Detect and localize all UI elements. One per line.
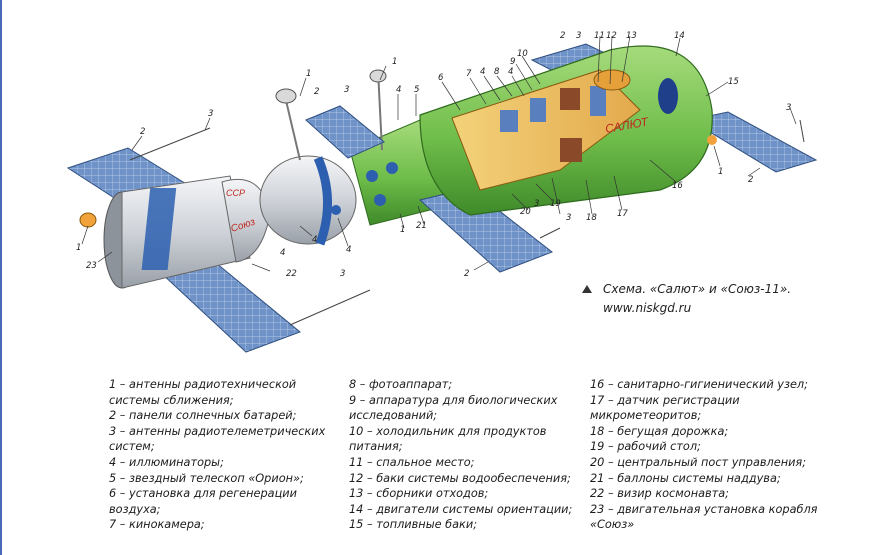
legend-column-1: 1 – антенны радиотехнической системы сбл… (109, 377, 339, 533)
salyut-solar-panel-right (688, 111, 818, 173)
callout-3: 3 (566, 213, 571, 223)
callout-4: 4 (508, 67, 513, 77)
callout-3: 3 (344, 85, 349, 95)
legend-line: 20 – центральный пост управления; (590, 455, 807, 469)
callout-18: 18 (586, 213, 597, 223)
legend-line: микрометеоритов; (590, 409, 702, 423)
legend-line: 7 – кинокамера; (109, 518, 205, 532)
callout-leader-lines (81, 35, 797, 272)
callout-10: 10 (517, 49, 528, 59)
callout-4: 4 (346, 245, 351, 255)
callout-11: 11 (594, 31, 605, 41)
callout-4: 4 (396, 85, 401, 95)
callout-7: 7 (466, 69, 472, 79)
soyuz-orbital-module (259, 88, 357, 246)
legend-line: 17 – датчик регистрации (590, 393, 740, 407)
callout-2: 2 (464, 269, 469, 279)
callout-3: 3 (208, 109, 213, 119)
callout-2: 2 (560, 31, 565, 41)
callout-17: 17 (617, 209, 628, 219)
legend-line: исследований; (349, 409, 438, 423)
callout-1: 1 (392, 57, 397, 67)
salyut-solar-panel-upper-left (305, 105, 385, 159)
callout-13: 13 (626, 31, 637, 41)
callout-2: 2 (314, 87, 319, 97)
callout-3: 3 (534, 199, 539, 209)
callout-3: 3 (786, 103, 791, 113)
legend-line: 2 – панели солнечных батарей; (109, 409, 297, 423)
legend-line: 9 – аппаратура для биологических (349, 393, 558, 407)
callout-21: 21 (416, 221, 427, 231)
callout-23: 23 (86, 261, 97, 271)
legend-line: 12 – баки системы водообеспечения; (349, 471, 571, 485)
legend-column-3: 16 – санитарно-гигиенический узел; 17 – … (590, 377, 860, 533)
callout-16: 16 (672, 181, 683, 191)
callout-3: 3 (340, 269, 345, 279)
legend-line: 23 – двигательная установка корабля (590, 502, 818, 516)
callout-22: 22 (286, 269, 297, 279)
callout-6: 6 (438, 73, 444, 83)
caption-url: www.niskgd.ru (603, 301, 692, 315)
legend-line: 22 – визир космонавта; (590, 487, 729, 501)
legend-line: питания; (349, 440, 403, 454)
legend-line: 10 – холодильник для продуктов (349, 424, 547, 438)
callout-9: 9 (510, 57, 515, 67)
callout-4: 4 (280, 248, 285, 258)
callout-8: 8 (494, 67, 500, 77)
callout-19: 19 (550, 199, 561, 209)
callout-3: 3 (576, 31, 581, 41)
callout-numbers: 2 3 1 23 4 22 4 4 1 2 3 1 4 5 6 7 4 8 4 … (76, 31, 791, 279)
legend: 1 – антенны радиотехнической системы сбл… (0, 377, 869, 547)
legend-line: 3 – антенны радиотелеметрических (109, 424, 326, 438)
legend-line: 15 – топливные баки; (349, 518, 478, 532)
caption-triangle-icon (582, 285, 592, 293)
legend-line: 18 – бегущая дорожка; (590, 424, 729, 438)
left-edge-rule (0, 0, 2, 555)
station-diagram: ССР Союз (66, 31, 818, 353)
legend-line: воздуха; (109, 502, 161, 516)
legend-line: 5 – звездный телескоп «Орион»; (109, 471, 304, 485)
legend-line: 6 – установка для регенерации (109, 487, 297, 501)
legend-line: 19 – рабочий стол; (590, 440, 701, 454)
legend-column-2: 8 – фотоаппарат; 9 – аппаратура для биол… (349, 377, 579, 533)
legend-line: «Союз» (590, 518, 635, 532)
callout-1: 1 (400, 225, 405, 235)
legend-line: 21 – баллоны системы наддува; (590, 471, 781, 485)
salyut-main-module: САЛЮТ (419, 45, 717, 216)
legend-line: 11 – спальное место; (349, 455, 475, 469)
callout-12: 12 (606, 31, 617, 41)
soyuz-cccp-marking: ССР (226, 188, 245, 198)
figure-caption: Схема. «Салют» и «Союз-11». www.niskgd.r… (582, 280, 832, 318)
callout-4: 4 (312, 235, 317, 245)
legend-line: систем; (109, 440, 155, 454)
callout-14: 14 (674, 31, 685, 41)
callout-2: 2 (748, 175, 753, 185)
legend-line: системы сближения; (109, 393, 234, 407)
callout-2: 2 (140, 127, 145, 137)
callout-1: 1 (306, 69, 311, 79)
soyuz-service-module (79, 175, 251, 289)
soyuz-descent-module: ССР Союз (221, 178, 271, 263)
callout-1: 1 (76, 243, 81, 253)
callout-20: 20 (520, 207, 531, 217)
caption-title: Схема. «Салют» и «Союз-11». (603, 282, 792, 296)
callout-5: 5 (414, 85, 419, 95)
callout-15: 15 (728, 77, 739, 87)
legend-line: 16 – санитарно-гигиенический узел; (590, 378, 808, 391)
legend-line: 14 – двигатели системы ориентации; (349, 502, 573, 516)
legend-line: 8 – фотоаппарат; (349, 378, 453, 391)
callout-4: 4 (480, 67, 485, 77)
callout-1: 1 (718, 167, 723, 177)
legend-line: 4 – иллюминаторы; (109, 455, 224, 469)
legend-line: 1 – антенны радиотехнической (109, 378, 297, 391)
legend-line: 13 – сборники отходов; (349, 487, 489, 501)
